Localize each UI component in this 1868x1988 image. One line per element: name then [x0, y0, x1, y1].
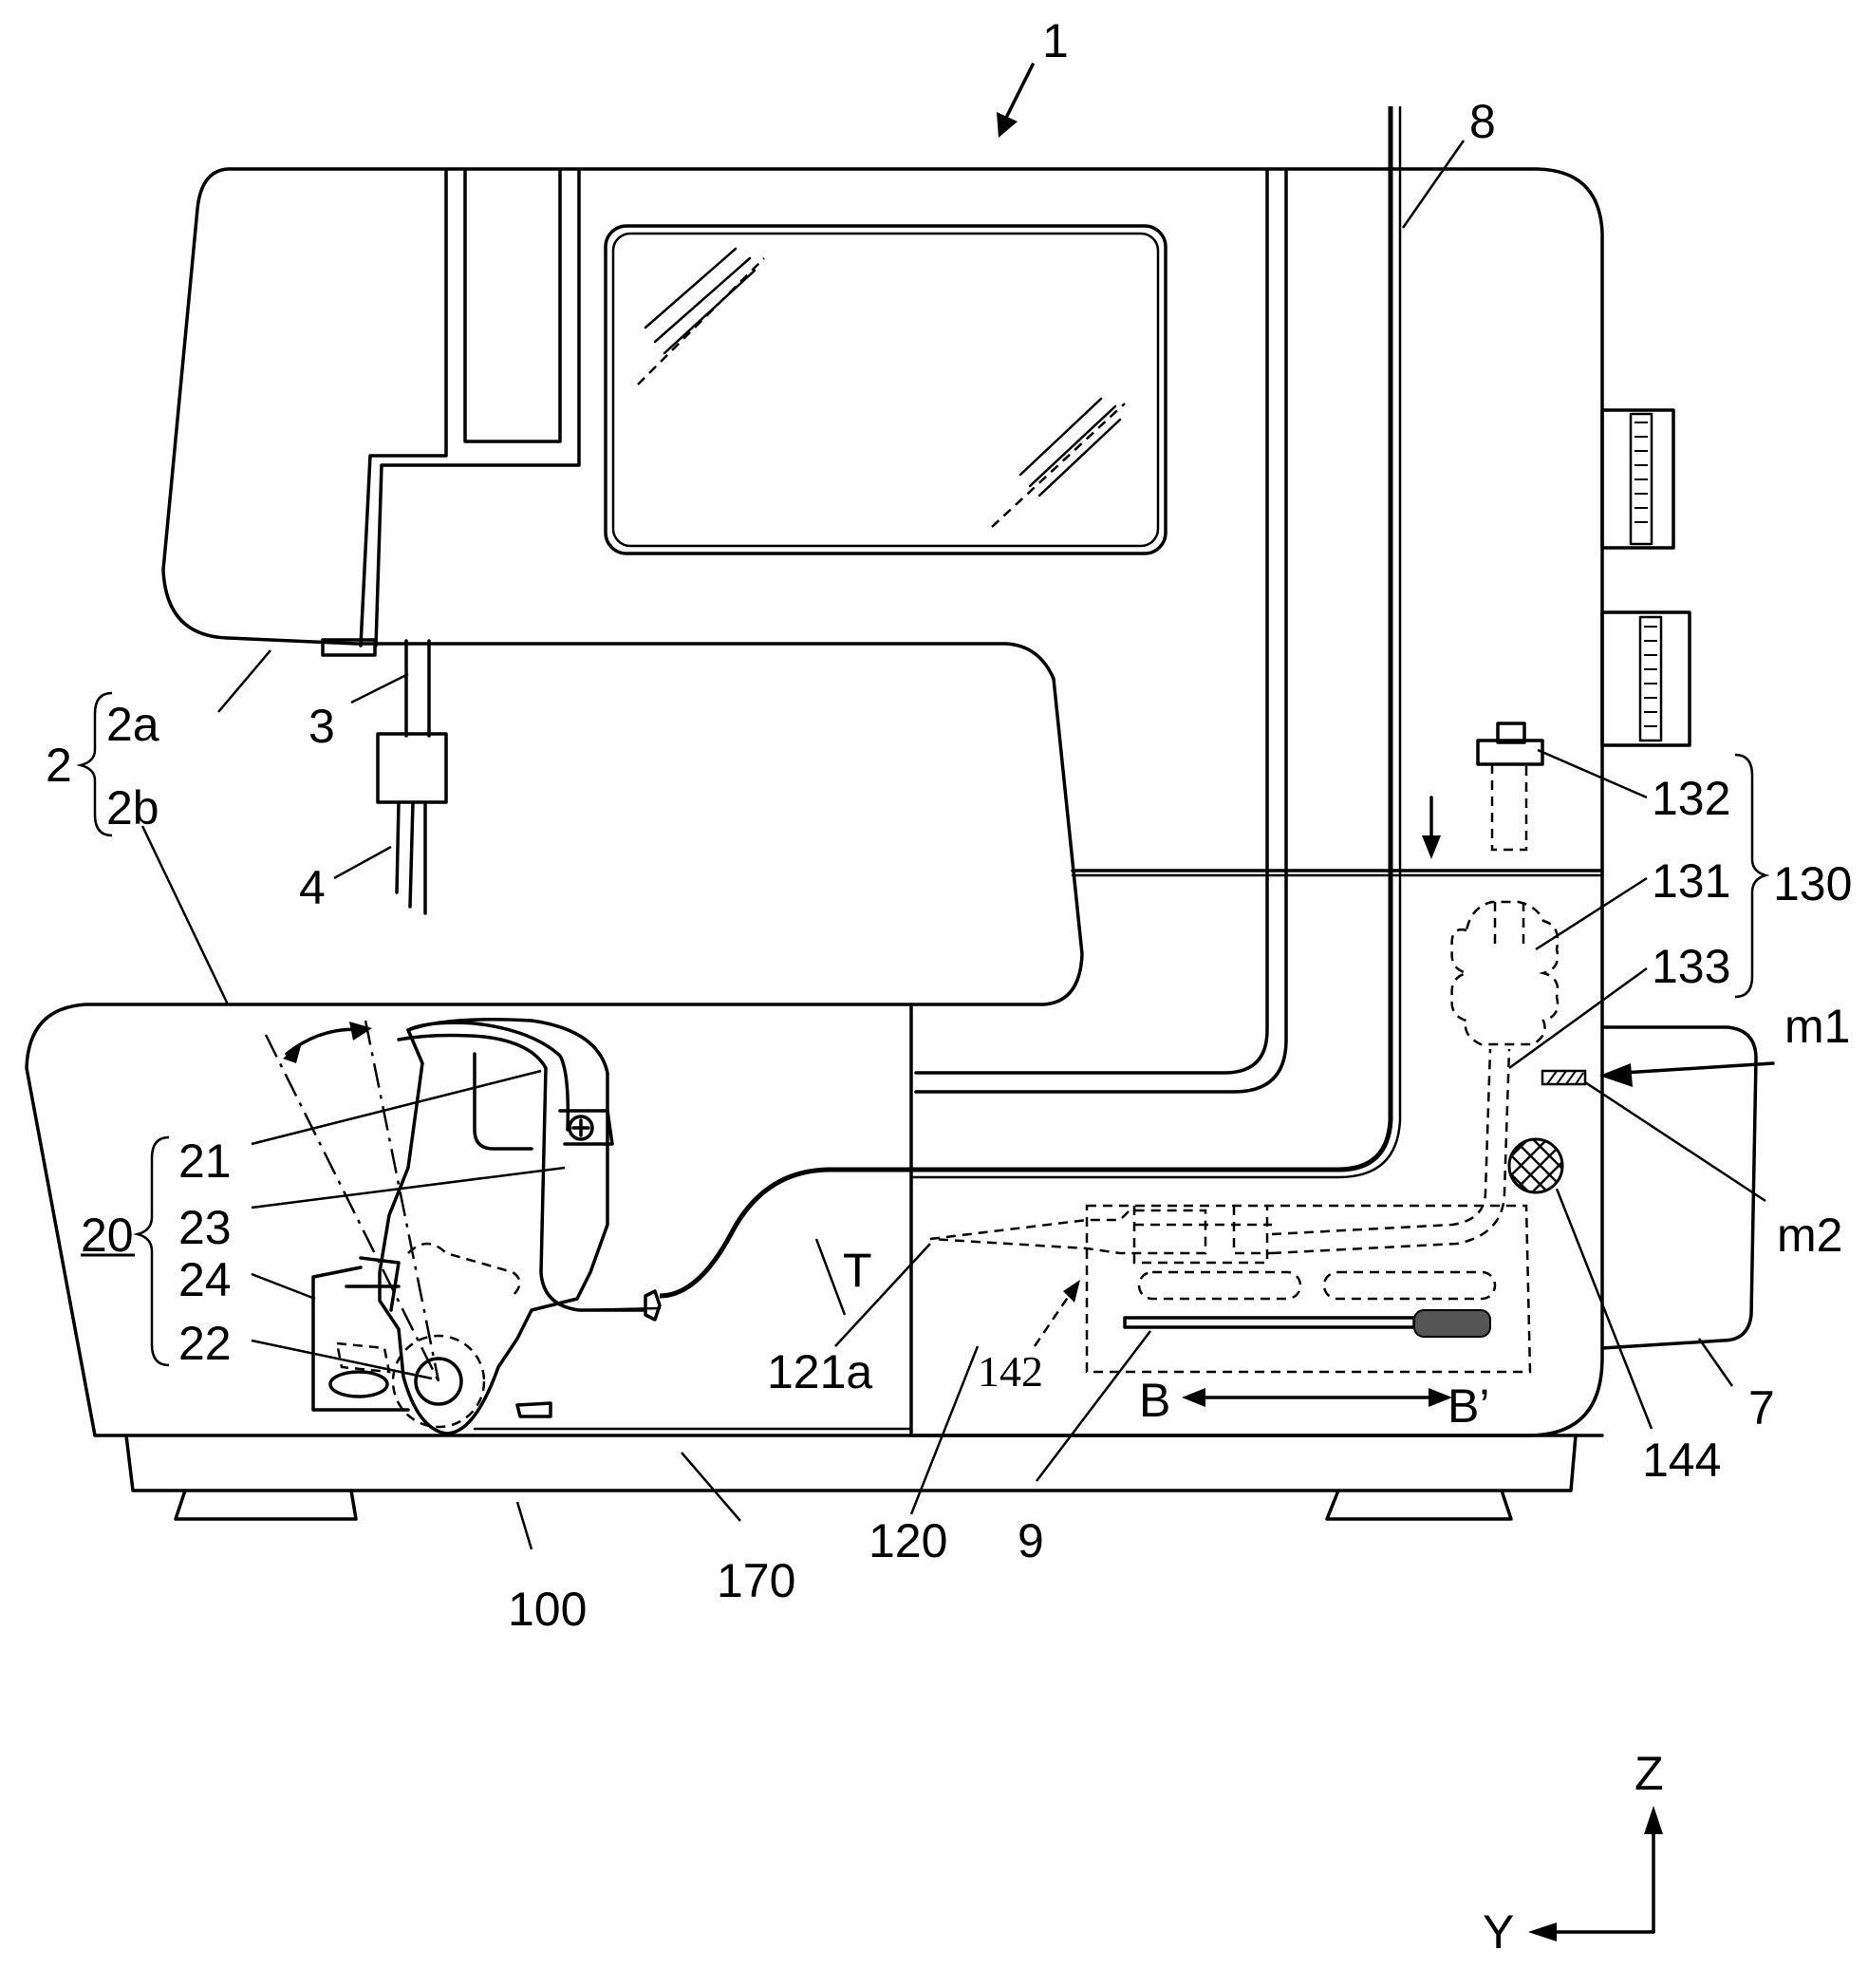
- label-arm: 2b: [106, 781, 159, 835]
- label-100: 100: [508, 1583, 587, 1636]
- label-121a: 121a: [767, 1345, 872, 1398]
- label-132: 132: [1652, 772, 1730, 825]
- label-133: 133: [1652, 940, 1730, 993]
- label-m2: m2: [1777, 1209, 1842, 1262]
- label-142: 142: [978, 1347, 1043, 1396]
- label-thread-t: T: [843, 1244, 872, 1297]
- label-needle: 4: [299, 861, 326, 914]
- label-axis-z: Z: [1634, 1747, 1664, 1800]
- label-machine: 1: [1042, 14, 1069, 67]
- label-mech-23: 23: [178, 1201, 232, 1254]
- label-mech-21: 21: [178, 1135, 232, 1188]
- label-thread: 8: [1469, 95, 1496, 148]
- label-131: 131: [1652, 854, 1730, 908]
- label-dir-b-prime: B’: [1448, 1379, 1489, 1433]
- label-120: 120: [869, 1514, 947, 1567]
- label-mech-22: 22: [178, 1317, 232, 1370]
- label-mech-24: 24: [178, 1253, 232, 1306]
- label-130: 130: [1773, 857, 1852, 910]
- label-dir-b: B: [1139, 1374, 1170, 1427]
- label-9: 9: [1018, 1514, 1044, 1567]
- label-body: 2: [46, 739, 72, 792]
- label-m1: m1: [1784, 1000, 1850, 1053]
- label-7: 7: [1748, 1381, 1775, 1435]
- label-axis-y: Y: [1483, 1905, 1514, 1959]
- label-head: 2a: [106, 698, 159, 751]
- sensor-m2: [1542, 1071, 1585, 1084]
- label-144: 144: [1642, 1434, 1721, 1487]
- label-170: 170: [717, 1554, 795, 1607]
- label-mech-group: 20: [81, 1209, 134, 1262]
- label-needle-bar: 3: [308, 700, 335, 753]
